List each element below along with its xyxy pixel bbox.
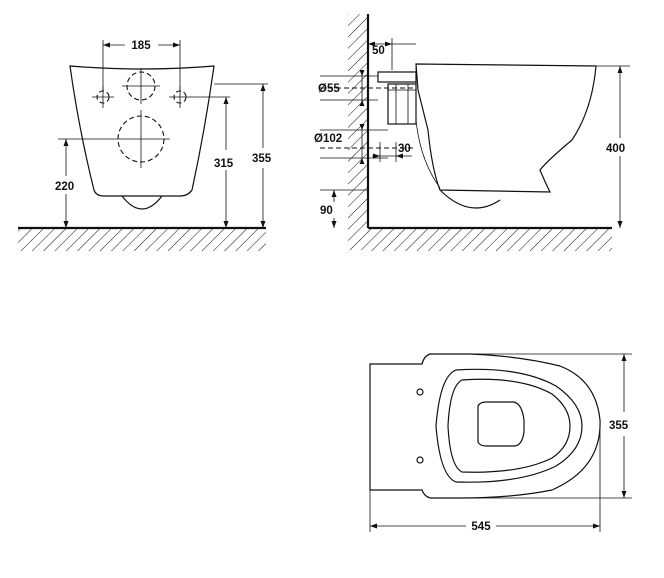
dim-185: 185 bbox=[131, 40, 151, 52]
front-floor-hatch bbox=[18, 229, 266, 251]
top-outlet bbox=[477, 401, 525, 447]
dim-355-front: 355 bbox=[252, 153, 272, 165]
top-fixing-hole-upper bbox=[416, 388, 424, 396]
top-fixing-hole-lower bbox=[416, 456, 424, 464]
dim-50: 50 bbox=[372, 45, 385, 57]
dim-400: 400 bbox=[606, 143, 625, 155]
top-seat-ring bbox=[435, 368, 583, 483]
front-bowl-outline bbox=[69, 65, 215, 197]
dim-545: 545 bbox=[471, 521, 491, 533]
side-connector-block bbox=[387, 83, 417, 125]
side-outlet-arc bbox=[439, 189, 501, 209]
side-bowl-outline bbox=[415, 63, 597, 193]
side-wall-hatch bbox=[348, 14, 368, 250]
top-view: 355 545 bbox=[369, 353, 632, 533]
dim-315: 315 bbox=[214, 158, 234, 170]
dim-30: 30 bbox=[398, 143, 411, 155]
top-bowl-opening bbox=[447, 378, 571, 473]
dim-355-top: 355 bbox=[609, 420, 629, 432]
side-inlet-pipe bbox=[377, 71, 417, 83]
front-outlet-arc bbox=[121, 195, 163, 210]
dim-dia-102: Ø102 bbox=[314, 133, 342, 145]
dim-220: 220 bbox=[55, 181, 74, 193]
front-view: 185 355 315 220 bbox=[18, 40, 272, 251]
dim-dia-55: Ø55 bbox=[318, 83, 340, 95]
side-view: 50 Ø55 Ø102 30 90 400 bbox=[314, 14, 630, 251]
top-outer-outline bbox=[369, 353, 601, 499]
dim-90: 90 bbox=[320, 205, 333, 217]
side-floor-hatch bbox=[368, 229, 612, 251]
